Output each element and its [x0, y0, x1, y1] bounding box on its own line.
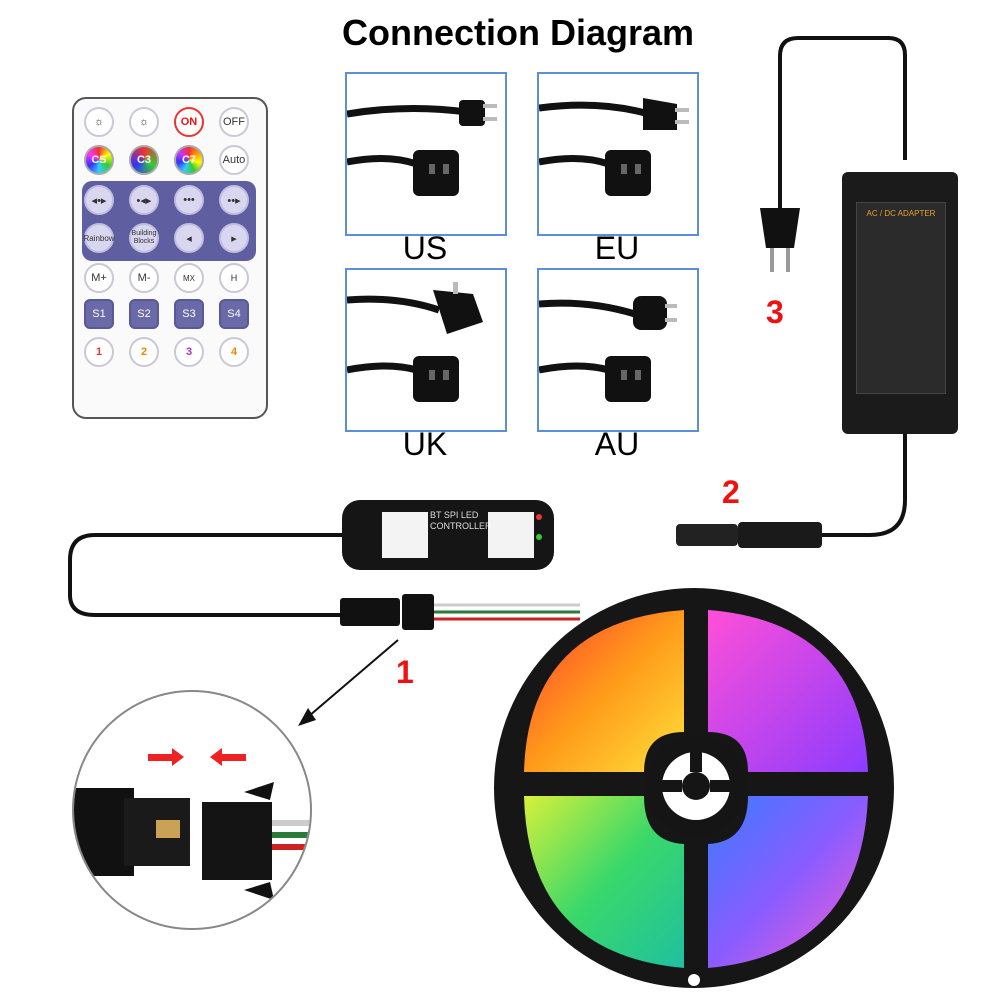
scene-2-button: S2 [129, 299, 159, 329]
zoom-arrow [301, 639, 399, 723]
scene-4-button: S4 [219, 299, 249, 329]
speed-down-button: ◂ [174, 223, 204, 253]
flow-center-button: •◂▸ [129, 185, 159, 215]
adapter-input-cable [778, 36, 907, 210]
brightness-down-button: ☼ [129, 107, 159, 137]
reel-quadrant-top-left [524, 610, 684, 772]
au-label: AU [594, 426, 640, 462]
remote-control: ☼ ☼ ON OFF CS C3 C7 Auto ◂•▸ •◂▸ ••• ••▸… [72, 97, 268, 419]
music-1-button: 1 [84, 337, 114, 367]
flow-left-button: ◂•▸ [84, 185, 114, 215]
m-plus-button: M+ [84, 263, 114, 293]
uk-label: UK [402, 426, 448, 462]
mx-button: MX [174, 263, 204, 293]
step-1-label: 1 [396, 654, 414, 690]
us-label: US [402, 230, 448, 266]
brightness-up-button: ☼ [84, 107, 114, 137]
step-2-label: 2 [722, 474, 740, 510]
music-3-button: 3 [174, 337, 204, 367]
power-adapter: AC / DC ADAPTER [842, 172, 958, 434]
us-plug-image [345, 72, 507, 236]
connector-zoom-circle [72, 690, 312, 930]
controller-label-line2: CONTROLLER [430, 521, 492, 531]
music-4-button: 4 [219, 337, 249, 367]
bt-led-controller: BT SPI LED CONTROLLER [342, 500, 554, 570]
eu-label: EU [594, 230, 640, 266]
on-button: ON [174, 107, 204, 137]
dots-button: ••• [174, 185, 204, 215]
scene-1-button: S1 [84, 299, 114, 329]
building-blocks-button: Building Blocks [129, 223, 159, 253]
adapter-label-panel: AC / DC ADAPTER [856, 202, 946, 394]
auto-button: Auto [219, 145, 249, 175]
c7-button: C7 [174, 145, 204, 175]
controller-label-line1: BT SPI LED [430, 510, 479, 520]
off-button: OFF [219, 107, 249, 137]
dc-female-connector [738, 522, 822, 548]
reel-quadrant-top-right [708, 610, 868, 772]
page-title: Connection Diagram [341, 12, 695, 53]
jst-female-connector [402, 594, 434, 630]
dots-right-button: ••▸ [219, 185, 249, 215]
adapter-output-cable [820, 434, 907, 537]
jst-male-connector [340, 598, 400, 626]
au-plug-image [537, 268, 699, 432]
eu-power-plug [760, 208, 800, 272]
scene-3-button: S3 [174, 299, 204, 329]
music-2-button: 2 [129, 337, 159, 367]
status-led-red [536, 514, 542, 520]
adapter-label-text: AC / DC ADAPTER [866, 209, 936, 218]
reel-quadrant-bottom-left [524, 796, 684, 968]
dc-male-connector [676, 524, 738, 546]
h-button: H [219, 263, 249, 293]
eu-plug-image [537, 72, 699, 236]
step-3-label: 3 [766, 294, 784, 330]
uk-plug-image [345, 268, 507, 432]
reel-quadrant-bottom-right [708, 796, 868, 968]
m-minus-button: M- [129, 263, 159, 293]
led-strip-reel [494, 588, 894, 988]
qr-code-left [382, 512, 428, 558]
qr-code-right [488, 512, 534, 558]
c3-button: C3 [129, 145, 159, 175]
cs-button: CS [84, 145, 114, 175]
speed-up-button: ▸ [219, 223, 249, 253]
rainbow-button: Rainbow [83, 223, 115, 253]
controller-label: BT SPI LED CONTROLLER [430, 510, 492, 532]
controller-output-cable [68, 533, 342, 617]
status-led-green [536, 534, 542, 540]
